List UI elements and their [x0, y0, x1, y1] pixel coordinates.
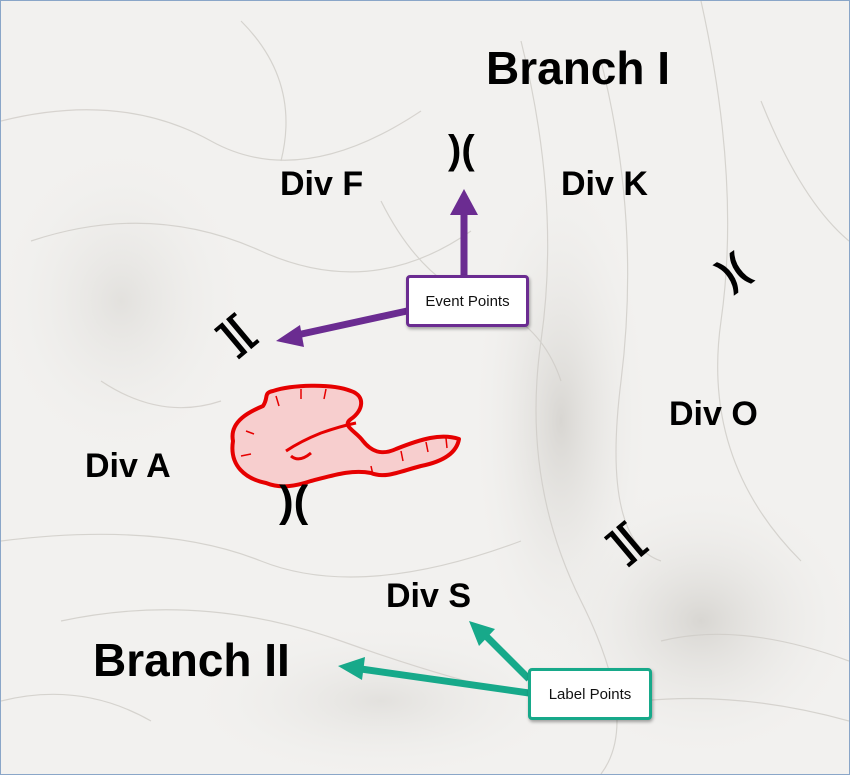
label-points-callout: Label Points — [528, 668, 652, 720]
label-div-f: Div F — [280, 165, 364, 203]
label-div-a: Div A — [85, 447, 171, 485]
bracket-symbol[interactable]: ][ — [209, 306, 261, 360]
fire-perimeter[interactable] — [230, 383, 461, 489]
label-div-s: Div S — [386, 577, 472, 615]
label-div-k: Div K — [561, 165, 648, 203]
break-symbol[interactable]: )( — [709, 245, 757, 297]
bracket-symbol[interactable]: ][ — [599, 514, 651, 568]
label-arrows — [338, 621, 532, 697]
label-branch-ii: Branch II — [93, 634, 290, 686]
event-points-callout: Event Points — [406, 275, 529, 327]
break-symbol[interactable]: )( — [448, 128, 475, 172]
label-branch-i: Branch I — [486, 42, 671, 94]
fire-interior-line — [285, 421, 357, 461]
event-arrows — [276, 189, 478, 347]
label-div-o: Div O — [669, 395, 758, 433]
break-symbol[interactable]: )( — [279, 477, 309, 526]
fire-hatch-ticks — [240, 388, 448, 476]
